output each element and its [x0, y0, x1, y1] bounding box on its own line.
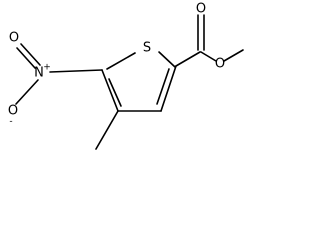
bond-oester-methyl [223, 49, 244, 62]
chemical-structure: S N + O O - O O [8, 2, 244, 150]
bond-n-o-bottom [15, 79, 39, 105]
nitro-nitrogen-label: N [34, 66, 44, 81]
bond-s-c5 [106, 52, 136, 70]
bond-c3-c2-inner [156, 68, 170, 105]
nitro-nitrogen-charge: + [43, 63, 51, 73]
bond-c4-methyl [95, 110, 119, 150]
atom-labels: S N + O O - O O [8, 2, 225, 127]
bond-c5-c4-inner [108, 78, 122, 107]
sulfur-label: S [143, 41, 151, 56]
bond-carbonyl-oester [200, 51, 217, 62]
bond-c5-c4 [101, 69, 119, 112]
nitro-oxygen-top-label: O [9, 31, 19, 46]
nitro-oxygen-bottom-label: O [8, 104, 18, 119]
bond-c3-c2 [160, 65, 177, 112]
bond-s-c2 [158, 51, 176, 68]
bond-c5-n [49, 69, 103, 73]
bond-c2-carbonyl [175, 51, 201, 67]
ester-oxygen-label: O [215, 57, 225, 72]
bond-n-o-top-2 [16, 47, 36, 69]
bond-n-o-top-1 [20, 43, 41, 66]
carbonyl-oxygen-label: O [196, 2, 206, 17]
nitro-oxygen-bottom-charge: - [9, 117, 12, 127]
bonds [15, 14, 244, 150]
